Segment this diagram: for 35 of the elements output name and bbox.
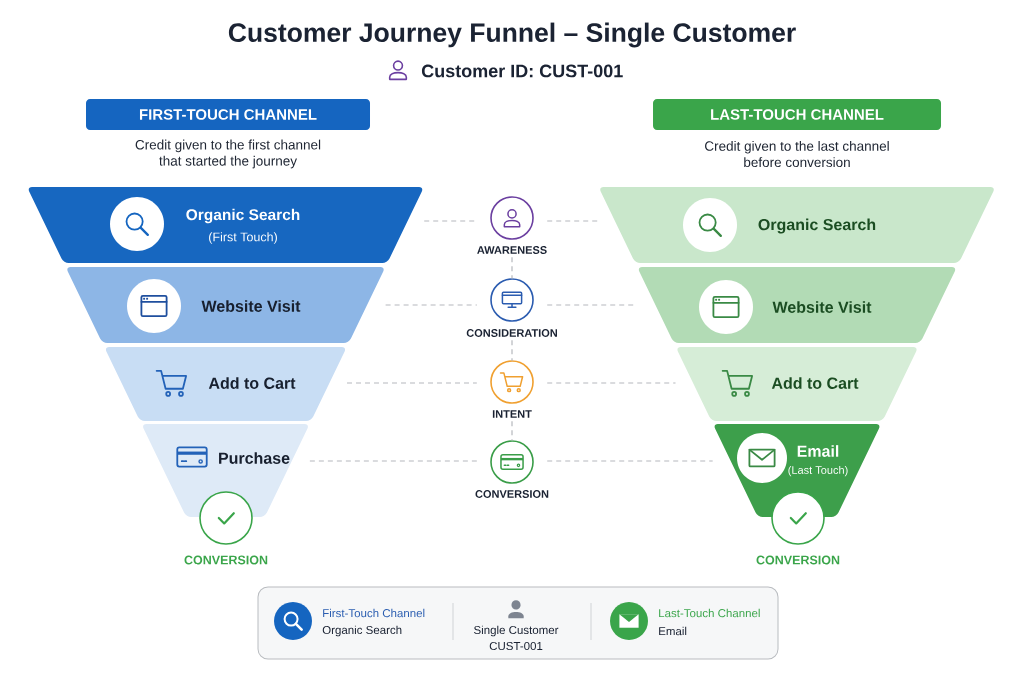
legend-text: Single Customer: [474, 625, 559, 637]
funnel-band: Purchase: [143, 424, 308, 517]
connector-line: [385, 304, 478, 306]
stage-label: CONVERSION: [475, 490, 549, 498]
connector-line: [546, 382, 677, 384]
connector-line: [511, 256, 513, 280]
stage-label: CONVERSION: [756, 555, 840, 565]
legend-heading: Last-Touch Channel: [659, 608, 760, 618]
connector-line: [511, 339, 513, 362]
connector-line: [346, 382, 478, 384]
stage-label: AWARENESS: [477, 246, 547, 254]
funnel-band: Add to Cart: [677, 347, 917, 421]
connector-line: [309, 460, 478, 462]
legend-text: Email: [659, 626, 687, 636]
stage-label: CONSIDERATION: [466, 329, 557, 337]
connector-line: [546, 220, 599, 222]
stage-label: CONVERSION: [184, 555, 268, 565]
description-text: Credit given to the first channel that started the journey: [135, 139, 321, 169]
funnel-band: Website Visit: [67, 267, 384, 343]
connector-line: [546, 460, 714, 462]
funnel-band: Organic Search: [600, 187, 994, 263]
funnel-band: Email (Last Touch): [714, 424, 880, 517]
legend-text: CUST-001: [489, 641, 543, 651]
legend-heading: First-Touch Channel: [323, 608, 425, 618]
subtitle: Customer ID: CUST-001: [421, 64, 623, 78]
funnel-band: Add to Cart: [105, 347, 346, 421]
stage-label: INTENT: [492, 410, 532, 418]
channel-banner: LAST-TOUCH CHANNEL: [653, 99, 941, 130]
description-text: Credit given to the last channel before conversion: [705, 140, 889, 168]
title: Customer Journey Funnel – Single Customer: [228, 22, 796, 48]
channel-banner: FIRST-TOUCH CHANNEL: [86, 99, 370, 130]
funnel-band: Organic Search (First Touch): [28, 187, 423, 263]
connector-line: [511, 420, 513, 442]
legend-text: Organic Search: [322, 625, 402, 637]
funnel-band: Website Visit: [638, 267, 956, 343]
